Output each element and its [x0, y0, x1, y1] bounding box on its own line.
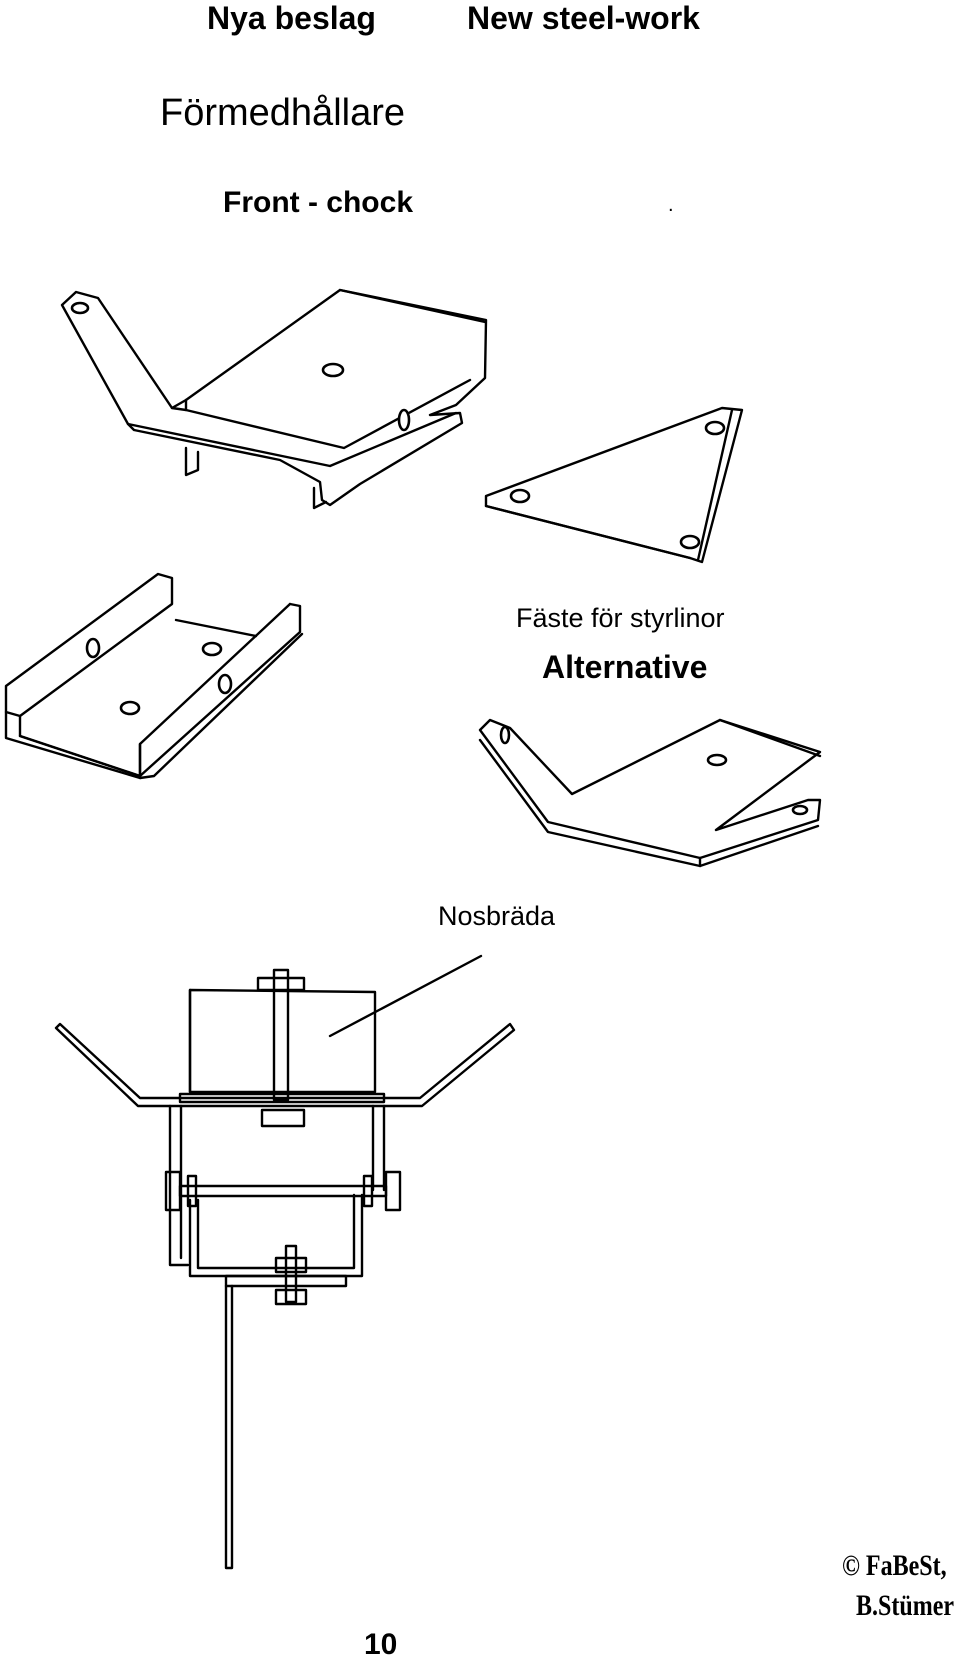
front-chock-drawing — [60, 288, 488, 510]
label-mount-for-guide-lines: Fäste för styrlinor — [516, 603, 725, 633]
page-number: 10 — [364, 1628, 398, 1661]
title-english: New steel-work — [467, 0, 700, 36]
label-alternative: Alternative — [542, 649, 708, 685]
copyright-line-1: © FaBeSt, — [842, 1549, 947, 1582]
triangle-plate-drawing — [484, 406, 744, 564]
u-channel-drawing — [4, 572, 304, 780]
stray-dot: . — [668, 194, 674, 216]
heading-swedish: Förmedhållare — [160, 92, 405, 134]
label-nose-board: Nosbräda — [438, 901, 556, 931]
nose-board-assembly-drawing — [54, 954, 516, 1570]
alternative-bracket-drawing — [478, 718, 822, 868]
copyright-line-2: B.Stümer — [856, 1589, 954, 1622]
title-swedish: Nya beslag — [207, 0, 376, 36]
heading-english: Front - chock — [223, 186, 414, 219]
